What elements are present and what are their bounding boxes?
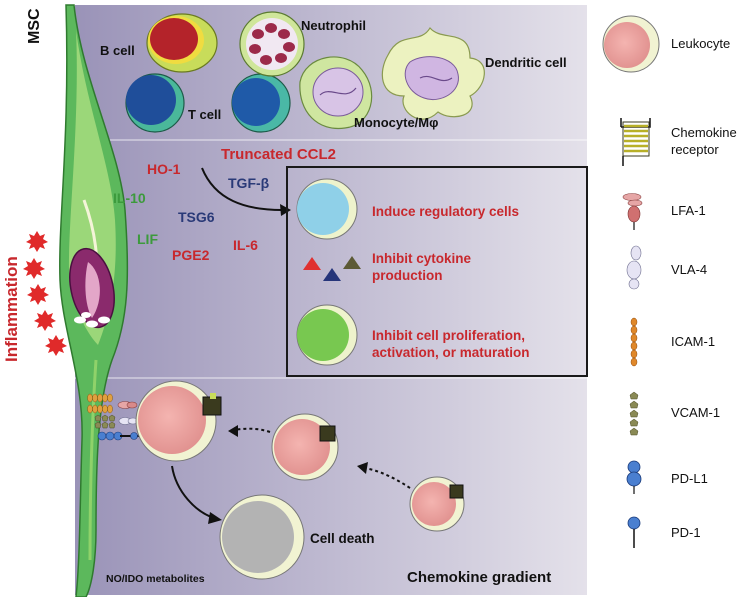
legend-leukocyte-label: Leukocyte <box>671 36 731 51</box>
b-cell-graphic <box>146 13 218 73</box>
t-cell-label: T cell <box>188 107 222 122</box>
no-ido-label: NO/IDO metabolites <box>106 573 205 585</box>
legend-vcam1-label: VCAM-1 <box>671 405 721 420</box>
factor-ho1: HO-1 <box>147 161 181 177</box>
factor-lif: LIF <box>137 231 158 247</box>
factor-pge2: PGE2 <box>172 247 210 263</box>
legend-chemokine-receptor-icon <box>620 118 651 166</box>
dendritic-cell-graphic <box>381 26 485 120</box>
legend-lfa1-icon <box>622 193 643 230</box>
monocyte-label: Monocyte/Mφ <box>354 115 439 130</box>
neutrophil-label: Neutrophil <box>301 18 366 33</box>
neutrophil-graphic <box>239 11 305 77</box>
legend-vla4-label: VLA-4 <box>671 262 708 277</box>
legend-chemokine-receptor-label-2: receptor <box>671 142 719 157</box>
effect-cytokine-line1: Inhibit cytokine <box>372 251 472 266</box>
legend-vcam1-icon <box>629 391 639 436</box>
t-cell-graphic <box>125 73 185 133</box>
legend-vla4-icon <box>626 245 642 290</box>
regulatory-cell-graphic <box>296 178 358 240</box>
factor-il6: IL-6 <box>233 237 258 253</box>
legend-pd1-icon <box>627 516 641 548</box>
dead-cell-graphic <box>219 494 305 580</box>
legend-lfa1-label: LFA-1 <box>671 203 706 218</box>
msc-nucleolus <box>85 262 100 318</box>
factor-arrow <box>201 167 283 211</box>
inhibited-cell-graphic <box>296 304 358 366</box>
cell-death-label: Cell death <box>310 531 375 546</box>
effect-cytokine-line2: production <box>372 268 443 283</box>
t-cell-2-graphic <box>231 73 291 133</box>
legend-icam1-icon <box>630 317 638 367</box>
factor-il10: IL-10 <box>113 190 146 206</box>
adherent-leukocyte <box>135 380 222 462</box>
legend-leukocyte-icon <box>602 15 660 73</box>
inflammation-stars <box>23 231 67 356</box>
monocyte-graphic <box>299 56 373 130</box>
cytokine-navy-triangle <box>323 268 341 281</box>
effect-prolif-line1: Inhibit cell proliferation, <box>372 328 526 343</box>
factor-tgf-beta: TGF-β <box>228 175 270 191</box>
legend-icam1-label: ICAM-1 <box>671 334 716 349</box>
effect-regulatory: Induce regulatory cells <box>372 204 520 219</box>
legend-chemokine-receptor-label-1: Chemokine <box>671 125 737 140</box>
factor-tsg6: TSG6 <box>178 209 215 225</box>
migration-arrow-2 <box>363 467 411 489</box>
cytokine-olive-triangle <box>343 256 361 269</box>
legend-pdl1-icon <box>626 460 642 494</box>
b-cell-label: B cell <box>100 43 135 58</box>
migrating-leukocyte <box>271 413 339 481</box>
factor-truncated-ccl2: Truncated CCL2 <box>221 146 337 163</box>
adhesion-molecules <box>87 393 142 441</box>
migration-arrow-1 <box>233 427 271 433</box>
dendritic-cell-label: Dendritic cell <box>485 55 567 70</box>
distant-leukocyte <box>409 476 465 532</box>
cell-death-arrow <box>171 465 215 519</box>
effects-box <box>286 166 588 377</box>
legend-pdl1-label: PD-L1 <box>671 471 708 486</box>
effect-prolif-line2: activation, or maturation <box>372 345 530 360</box>
chemokine-gradient-label: Chemokine gradient <box>407 569 552 586</box>
legend-pd1-label: PD-1 <box>671 525 701 540</box>
inflammation-label: Inflammation <box>2 256 21 362</box>
cytokine-red-triangle <box>303 257 321 270</box>
msc-label: MSC <box>26 8 43 44</box>
factor-arrowhead <box>280 204 291 216</box>
